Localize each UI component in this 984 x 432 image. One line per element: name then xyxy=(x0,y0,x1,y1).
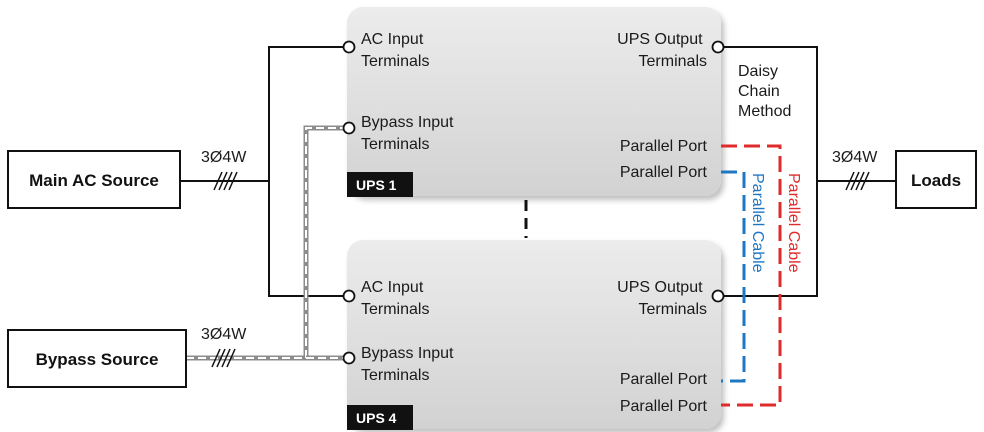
loads-wire-spec: 3Ø4W xyxy=(832,149,878,166)
loads-wire-marker xyxy=(845,171,870,191)
ups1-output-label: UPS Output Terminals xyxy=(617,31,707,70)
bypass-source-label: Bypass Source xyxy=(36,350,159,369)
ups4-bypass-input-terminal xyxy=(342,351,356,365)
ups4-tag-bg xyxy=(347,405,413,430)
main-ac-source-label: Main AC Source xyxy=(29,171,159,190)
ups1-bypass-input-terminal xyxy=(342,121,356,135)
blue-parallel-cable xyxy=(721,170,746,383)
ups4-parallel-port-2: Parallel Port xyxy=(620,398,708,415)
main-ac-branch-wire xyxy=(268,181,343,297)
ups4-ac-input-label: AC Input Terminals xyxy=(361,279,429,318)
ups4-output-label: UPS Output Terminals xyxy=(617,279,707,318)
bypass-source-box xyxy=(7,329,187,388)
ups1-box xyxy=(347,7,721,196)
ups1-output-wire xyxy=(724,46,896,182)
main-ac-source-box xyxy=(7,150,181,209)
main-ac-wire xyxy=(180,46,343,182)
ups4-output-wire xyxy=(724,181,818,297)
ups1-output-terminal xyxy=(711,40,725,54)
ups4-output-terminal xyxy=(711,289,725,303)
red-parallel-cable xyxy=(721,144,782,407)
ups4-tag: UPS 4 xyxy=(356,410,397,426)
blue-cable-label: Parallel Cable xyxy=(749,173,766,273)
ups4-parallel-port-1: Parallel Port xyxy=(620,371,708,388)
bypass-wire-spec: 3Ø4W xyxy=(201,326,247,343)
main-wire-spec: 3Ø4W xyxy=(201,149,247,166)
ups4-bypass-input-label: Bypass Input Terminals xyxy=(361,345,458,384)
ups1-parallel-port-1: Parallel Port xyxy=(620,138,708,155)
ups1-ac-input-label: AC Input Terminals xyxy=(361,31,429,70)
main-wire-marker xyxy=(213,171,238,191)
red-cable-label: Parallel Cable xyxy=(785,173,802,273)
loads-box xyxy=(895,150,977,209)
ups1-parallel-port-2: Parallel Port xyxy=(620,164,708,181)
ups1-tag: UPS 1 xyxy=(356,177,397,193)
loads-label: Loads xyxy=(911,171,961,190)
ups4-ac-input-terminal xyxy=(342,289,356,303)
ups1-bypass-input-label: Bypass Input Terminals xyxy=(361,114,458,153)
ups1-ac-input-terminal xyxy=(342,40,356,54)
ups4-box xyxy=(347,240,721,429)
ups1-tag-bg xyxy=(347,172,413,197)
bypass-wire xyxy=(186,125,343,361)
daisy-chain-label: Daisy Chain Method xyxy=(738,63,791,120)
bypass-wire-marker xyxy=(211,348,236,368)
